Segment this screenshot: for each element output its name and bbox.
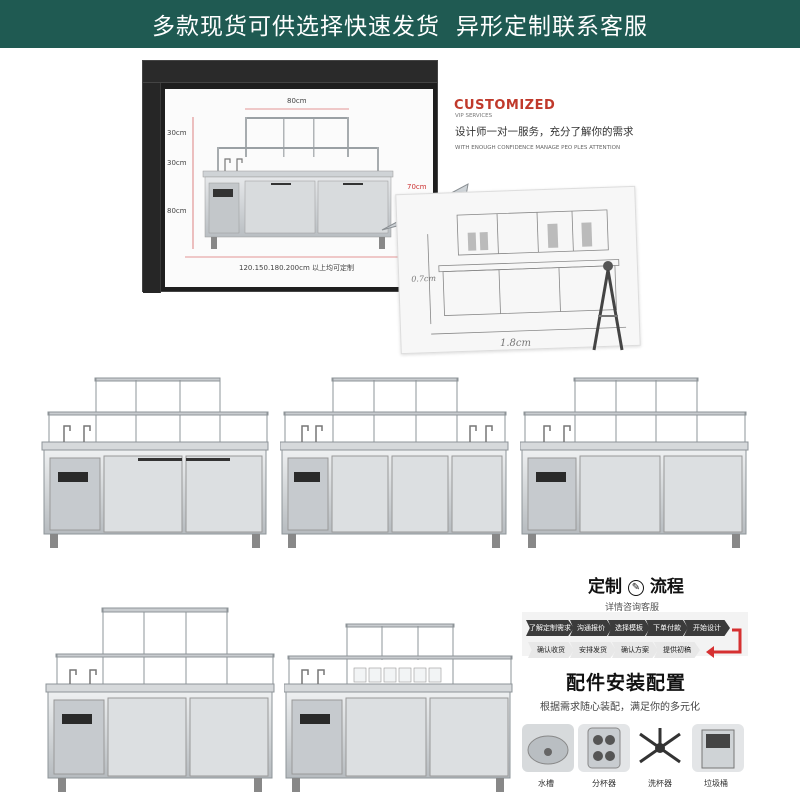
flow-step-1: 了解定制需求 bbox=[526, 620, 574, 636]
customized-title: CUSTOMIZED bbox=[454, 98, 556, 113]
hand-sketch: 0.7cm bbox=[395, 185, 641, 355]
flow-subtitle: 详情咨询客服 bbox=[605, 603, 660, 613]
flow-step-9: 确认收货 bbox=[528, 642, 574, 658]
flow-step-8: 安排发货 bbox=[570, 642, 616, 658]
design-software-screenshot: 80cm 30cm 30cm 80cm 70cm 120.150.180.200… bbox=[142, 60, 438, 293]
flow-title-right: 流程 bbox=[649, 577, 684, 597]
sink-image bbox=[522, 724, 574, 772]
flow-step-3: 选择模板 bbox=[608, 620, 650, 636]
flow-return-arrow-icon bbox=[706, 628, 742, 658]
cup-washer-label: 洗杯器 bbox=[648, 779, 672, 788]
accessories-title: 配件安装配置 bbox=[566, 672, 687, 694]
dim-height-body: 80cm bbox=[167, 207, 187, 215]
cabinet-product-1 bbox=[41, 377, 269, 548]
cabinet-product-2 bbox=[280, 377, 509, 548]
vip-services-label: VIP SERVICES bbox=[455, 113, 493, 119]
cabinet-product-3 bbox=[520, 377, 749, 548]
banner-right-text: 异形定制联系客服 bbox=[456, 14, 648, 40]
top-banner: 多款现货可供选择快速发货 异形定制联系客服 bbox=[0, 0, 800, 48]
flow-step-7: 确认方案 bbox=[612, 642, 658, 658]
dim-lengths: 120.150.180.200cm 以上均可定制 bbox=[239, 264, 355, 272]
flow-step-5: 开始设计 bbox=[684, 620, 730, 636]
design-toolbar bbox=[143, 61, 437, 83]
trash-bin-label: 垃圾桶 bbox=[704, 779, 728, 788]
pencil-icon: ✎ bbox=[627, 580, 644, 596]
cup-dispenser-label: 分杯器 bbox=[592, 779, 616, 788]
sketch-drawing bbox=[427, 209, 627, 335]
sink-label: 水槽 bbox=[538, 779, 554, 788]
cabinet-product-5 bbox=[284, 623, 513, 792]
flow-step-4: 下单付款 bbox=[646, 620, 688, 636]
flow-title-left: 定制 bbox=[588, 577, 622, 597]
dim-width-top: 80cm bbox=[287, 97, 307, 105]
cabinet-drawing bbox=[185, 108, 405, 258]
flow-title: 定制 ✎ 流程 bbox=[588, 572, 684, 597]
trash-bin-image bbox=[692, 724, 744, 772]
sketch-height-label: 0.7cm bbox=[411, 273, 437, 284]
cup-washer-image bbox=[634, 724, 686, 772]
accessories-subtitle: 根据需求随心装配，满足你的多元化 bbox=[540, 702, 700, 713]
design-canvas: 80cm 30cm 30cm 80cm 70cm 120.150.180.200… bbox=[165, 89, 433, 287]
dim-depth: 70cm bbox=[407, 183, 427, 191]
flow-step-2: 沟通报价 bbox=[570, 620, 612, 636]
dim-height-top: 30cm bbox=[167, 129, 187, 137]
cup-dispenser-image bbox=[578, 724, 630, 772]
flow-step-6: 提供初稿 bbox=[654, 642, 700, 658]
dim-height-mid: 30cm bbox=[167, 159, 187, 167]
confidence-text: WITH ENOUGH CONFIDENCE MANAGE PEO PLES A… bbox=[455, 145, 621, 151]
design-toolstrip bbox=[143, 83, 161, 293]
cabinet-product-4 bbox=[45, 607, 275, 792]
sketch-width-label: 1.8cm bbox=[500, 338, 531, 349]
drafting-compass-icon bbox=[592, 261, 624, 351]
designer-service-text: 设计师一对一服务，充分了解你的需求 bbox=[455, 126, 634, 138]
banner-left-text: 多款现货可供选择快速发货 bbox=[152, 14, 440, 40]
